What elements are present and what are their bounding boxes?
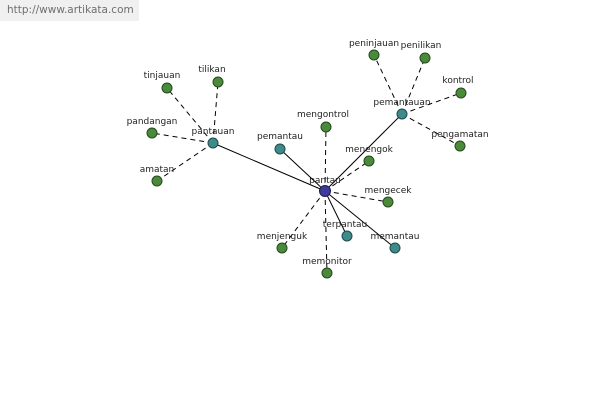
node-dot-memonitor[interactable] [321, 267, 333, 279]
node-dot-penilikan[interactable] [419, 52, 431, 64]
node-dot-terpantau[interactable] [341, 230, 353, 242]
node-label-tinjauan: tinjauan [144, 71, 181, 81]
node-dot-pemantauan[interactable] [396, 108, 408, 120]
graph-nodes: pantau pantauan pemantauan pemantau terpanta… [127, 39, 489, 279]
node-label-pandangan: pandangan [127, 117, 178, 127]
node-pandangan[interactable]: pandangan [127, 117, 178, 139]
edge-pantau-pemantauan [324, 113, 403, 192]
node-pantauan[interactable]: pantauan [192, 127, 235, 149]
node-dot-tinjauan[interactable] [161, 82, 173, 94]
node-tinjauan[interactable]: tinjauan [144, 71, 181, 94]
edge-pantau-mengecek [324, 190, 389, 203]
node-label-amatan: amatan [140, 165, 175, 175]
node-dot-mengontrol[interactable] [320, 121, 332, 133]
node-dot-kontrol[interactable] [455, 87, 467, 99]
node-label-pantau: pantau [309, 176, 341, 186]
node-menengok[interactable]: menengok [345, 145, 394, 167]
site-url-watermark: http://www.artikata.com [0, 0, 139, 21]
node-dot-pantau[interactable] [319, 185, 331, 197]
node-label-memantau: memantau [370, 232, 419, 242]
edge-pantau-mengontrol [324, 126, 327, 192]
edge-pantauan-amatan [156, 142, 214, 182]
node-pantau[interactable]: pantau [309, 176, 341, 197]
graph-edges [151, 54, 462, 274]
node-label-memonitor: memonitor [302, 257, 352, 267]
node-kontrol[interactable]: kontrol [442, 76, 474, 99]
node-dot-amatan[interactable] [151, 175, 163, 187]
node-label-mengecek: mengecek [365, 186, 413, 196]
edge-pantauan-tilikan [212, 81, 219, 144]
node-label-pemantau: pemantau [257, 132, 303, 142]
node-memantau[interactable]: memantau [370, 232, 420, 254]
node-penilikan[interactable]: penilikan [401, 41, 442, 64]
edge-pemantauan-penilikan [401, 57, 426, 115]
node-label-tilikan: tilikan [198, 65, 225, 75]
node-peninjauan[interactable]: peninjauan [349, 39, 399, 61]
node-pemantauan[interactable]: pemantauan [373, 98, 431, 120]
node-label-kontrol: kontrol [442, 76, 473, 86]
node-label-terpantau: terpantau [323, 220, 367, 230]
node-dot-memantau[interactable] [389, 242, 401, 254]
edge-pemantauan-kontrol [401, 92, 462, 115]
node-mengecek[interactable]: mengecek [365, 186, 413, 208]
edge-pemantauan-peninjauan [373, 54, 403, 115]
edge-pantauan-pandangan [151, 132, 214, 144]
node-terpantau[interactable]: terpantau [323, 220, 367, 242]
node-dot-pandangan[interactable] [146, 127, 158, 139]
node-label-mengontrol: mengontrol [297, 110, 349, 120]
node-dot-pantauan[interactable] [207, 137, 219, 149]
node-dot-menengok[interactable] [363, 155, 375, 167]
node-memonitor[interactable]: memonitor [302, 257, 352, 279]
edge-pantau-menjenguk [281, 190, 326, 249]
edge-pantau-pemantau [279, 148, 326, 192]
node-tilikan[interactable]: tilikan [198, 65, 226, 88]
edge-pantau-terpantau [324, 190, 348, 237]
node-pemantau[interactable]: pemantau [257, 132, 303, 155]
node-label-pemantauan: pemantauan [373, 98, 430, 108]
node-menjenguk[interactable]: menjenguk [257, 232, 308, 254]
node-dot-mengecek[interactable] [382, 196, 394, 208]
node-dot-pengamatan[interactable] [454, 140, 466, 152]
node-label-menengok: menengok [345, 145, 393, 155]
node-dot-tilikan[interactable] [212, 76, 224, 88]
node-label-penilikan: penilikan [401, 41, 442, 51]
node-label-pengamatan: pengamatan [431, 130, 488, 140]
node-pengamatan[interactable]: pengamatan [431, 130, 489, 152]
edge-pantau-memantau [324, 190, 396, 249]
node-mengontrol[interactable]: mengontrol [297, 110, 349, 133]
node-dot-peninjauan[interactable] [368, 49, 380, 61]
edge-pemantauan-pengamatan [401, 113, 461, 147]
node-dot-pemantau[interactable] [274, 143, 286, 155]
node-label-pantauan: pantauan [192, 127, 235, 137]
node-amatan[interactable]: amatan [140, 165, 175, 187]
edge-pantau-memonitor [324, 190, 328, 274]
edge-pantau-pantauan [212, 142, 326, 192]
node-dot-menjenguk[interactable] [276, 242, 288, 254]
edge-pantauan-tinjauan [166, 87, 214, 144]
node-label-peninjauan: peninjauan [349, 39, 399, 49]
node-label-menjenguk: menjenguk [257, 232, 308, 242]
